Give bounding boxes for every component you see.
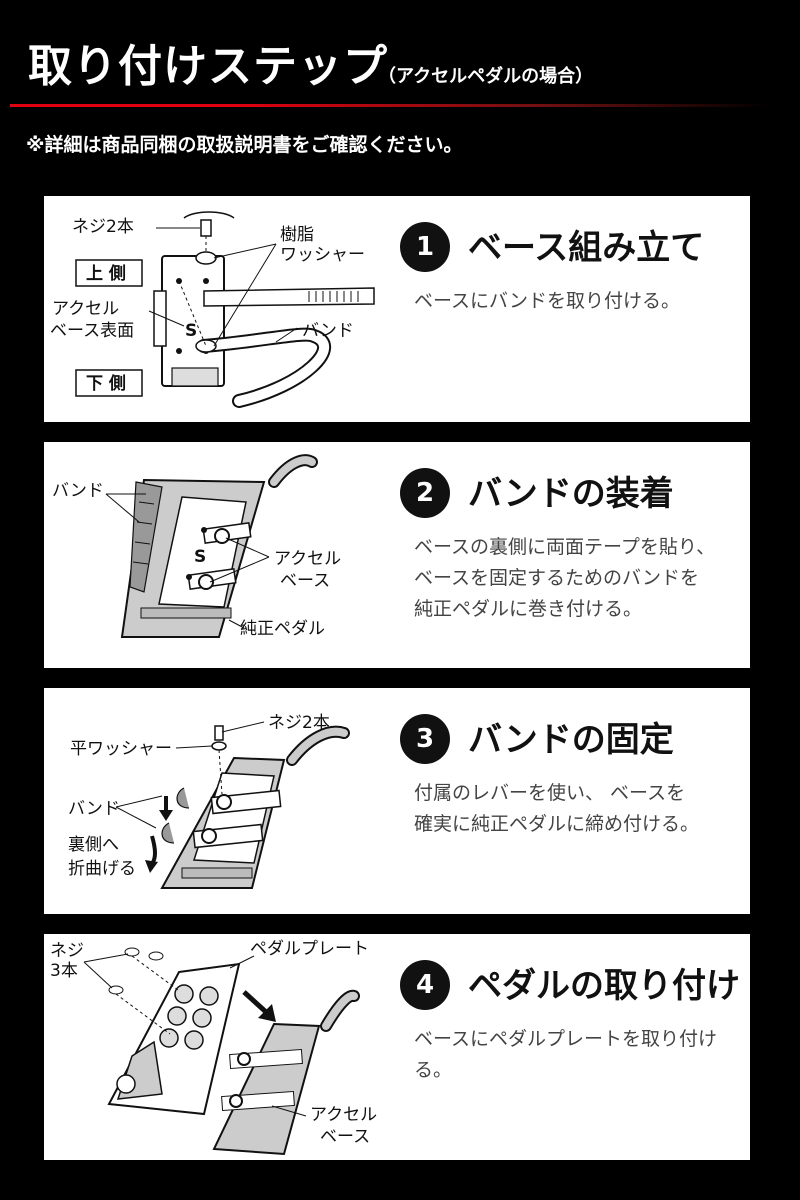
step-1-panel: S ネジ2本 樹脂 ワッシャー 上 側 アクセル ベース表面 <box>44 196 750 422</box>
step-4-panel: ネジ 3本 ペダルプレート アクセル ベース 4 ペダルの取り付け ベースにペダ… <box>44 934 750 1160</box>
label-screws-2: 3本 <box>50 961 78 981</box>
step-4-description: ベースにペダルプレートを取り付ける。 <box>414 1028 718 1081</box>
step-2-title: バンドの装着 <box>468 474 674 514</box>
svg-text:S: S <box>194 547 206 567</box>
step-4-title: ペダルの取り付け <box>468 966 740 1006</box>
step-2-panel: S バンド アクセル ベース 純正ペダル 2 バンドの装着 ベースの裏側に両面テ… <box>44 442 750 668</box>
label-pedal: 純正ペダル <box>240 619 325 639</box>
label-band: バンド <box>68 799 120 819</box>
label-base-2: ベース <box>280 571 330 591</box>
label-washer-1: 樹脂 <box>280 225 314 245</box>
step-3-number: 3 <box>400 714 450 764</box>
label-band: バンド <box>52 481 104 501</box>
label-screws-1: ネジ <box>50 941 84 961</box>
label-fold-2: 折曲げる <box>68 859 136 879</box>
label-lower: 下 側 <box>86 373 126 394</box>
label-upper: 上 側 <box>86 263 126 284</box>
step-1-illustration: S ネジ2本 樹脂 ワッシャー 上 側 アクセル ベース表面 <box>50 211 375 408</box>
step-2-illustration: S バンド アクセル ベース 純正ペダル <box>52 454 341 639</box>
label-band: バンド <box>302 321 354 341</box>
svg-text:S: S <box>185 321 197 341</box>
step-1-title: ベース組み立て <box>468 228 705 268</box>
page-header: 取り付けステップ （アクセルペダルの場合） <box>0 0 800 100</box>
label-washer-2: ワッシャー <box>280 245 365 265</box>
step-4-number: 4 <box>400 960 450 1010</box>
label-screws: ネジ2本 <box>268 713 330 733</box>
step-4-illustration: ネジ 3本 ペダルプレート アクセル ベース <box>50 939 377 1156</box>
label-base-1: アクセル <box>52 299 119 319</box>
step-1-description: ベースにバンドを取り付ける。 <box>414 290 681 312</box>
step-3-description: 付属のレバーを使い、 ベースを 確実に純正ペダルに締め付ける。 <box>414 782 700 835</box>
label-washer: 平ワッシャー <box>70 739 172 759</box>
label-base-2: ベース表面 <box>50 321 134 341</box>
step-2-description: ベースの裏側に両面テープを貼り、 ベースを固定するためのバンドを 純正ペダルに巻… <box>414 536 716 620</box>
header-divider <box>10 104 770 107</box>
step-3-illustration: ネジ2本 平ワッシャー バンド 裏側へ 折曲げる <box>68 713 350 889</box>
step-3-panel: ネジ2本 平ワッシャー バンド 裏側へ 折曲げる 3 バンドの固定 付属のレバー… <box>44 688 750 914</box>
label-screws: ネジ2本 <box>72 217 134 237</box>
label-base-2: ベース <box>320 1127 370 1147</box>
step-3-title: バンドの固定 <box>468 720 674 760</box>
step-2-number: 2 <box>400 468 450 518</box>
label-fold-1: 裏側へ <box>68 834 119 855</box>
label-base-1: アクセル <box>310 1105 377 1125</box>
page-subtitle: （アクセルペダルの場合） <box>378 66 594 87</box>
page-title: 取り付けステップ <box>28 41 388 92</box>
manual-note: ※詳細は商品同梱の取扱説明書をご確認ください。 <box>26 134 463 156</box>
step-1-number: 1 <box>400 222 450 272</box>
label-base-1: アクセル <box>274 549 341 569</box>
label-plate: ペダルプレート <box>250 939 369 959</box>
